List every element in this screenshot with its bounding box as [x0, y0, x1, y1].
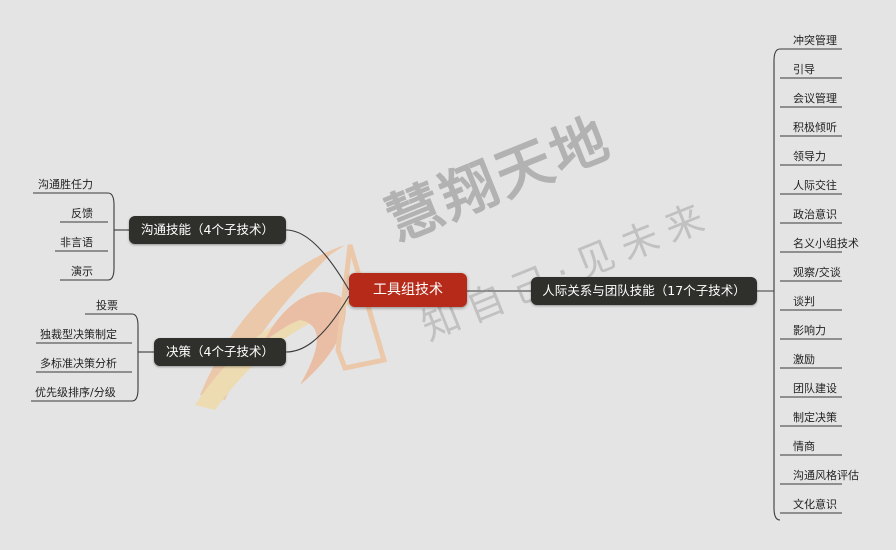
- leaf-decision-1[interactable]: 独裁型决策制定: [40, 328, 117, 341]
- leaf-interpersonal-16[interactable]: 文化意识: [793, 498, 837, 511]
- leaf-interpersonal-6[interactable]: 政治意识: [793, 208, 837, 221]
- leaf-interpersonal-7[interactable]: 名义小组技术: [793, 237, 859, 250]
- link-center-decision: [285, 295, 350, 353]
- central-topic[interactable]: 工具组技术: [349, 273, 467, 307]
- leaf-decision-3[interactable]: 优先级排序/分级: [35, 386, 116, 399]
- leaf-decision-2[interactable]: 多标准决策分析: [40, 357, 117, 370]
- leaf-interpersonal-5[interactable]: 人际交往: [793, 179, 837, 192]
- leaf-interpersonal-0[interactable]: 冲突管理: [793, 34, 837, 47]
- bracket-decision: [131, 313, 139, 402]
- branch-interpersonal[interactable]: 人际关系与团队技能（17个子技术）: [531, 277, 757, 305]
- leaf-communication-3[interactable]: 演示: [71, 265, 93, 278]
- bracket-interpersonal: [773, 48, 781, 521]
- leaf-communication-1[interactable]: 反馈: [71, 207, 93, 220]
- leaf-interpersonal-10[interactable]: 影响力: [793, 324, 826, 337]
- leaf-interpersonal-14[interactable]: 情商: [793, 440, 815, 453]
- leaf-interpersonal-4[interactable]: 领导力: [793, 150, 826, 163]
- leaf-interpersonal-12[interactable]: 团队建设: [793, 382, 837, 395]
- leaf-interpersonal-15[interactable]: 沟通风格评估: [793, 469, 859, 482]
- leaf-interpersonal-13[interactable]: 制定决策: [793, 411, 837, 424]
- leaf-interpersonal-3[interactable]: 积极倾听: [793, 121, 837, 134]
- leaf-communication-2[interactable]: 非言语: [60, 236, 93, 249]
- link-center-communication: [285, 229, 350, 291]
- branch-communication[interactable]: 沟通技能（4个子技术）: [129, 216, 286, 244]
- leaf-interpersonal-8[interactable]: 观察/交谈: [793, 266, 841, 279]
- bracket-communication: [107, 192, 115, 281]
- leaf-decision-0[interactable]: 投票: [96, 299, 118, 312]
- branch-decision[interactable]: 决策（4个子技术）: [154, 338, 286, 366]
- leaf-interpersonal-11[interactable]: 激励: [793, 353, 815, 366]
- leaf-communication-0[interactable]: 沟通胜任力: [38, 178, 93, 191]
- leaf-interpersonal-9[interactable]: 谈判: [793, 295, 815, 308]
- leaf-interpersonal-1[interactable]: 引导: [793, 63, 815, 76]
- watermark-logo-icon: [195, 244, 388, 410]
- leaf-interpersonal-2[interactable]: 会议管理: [793, 92, 837, 105]
